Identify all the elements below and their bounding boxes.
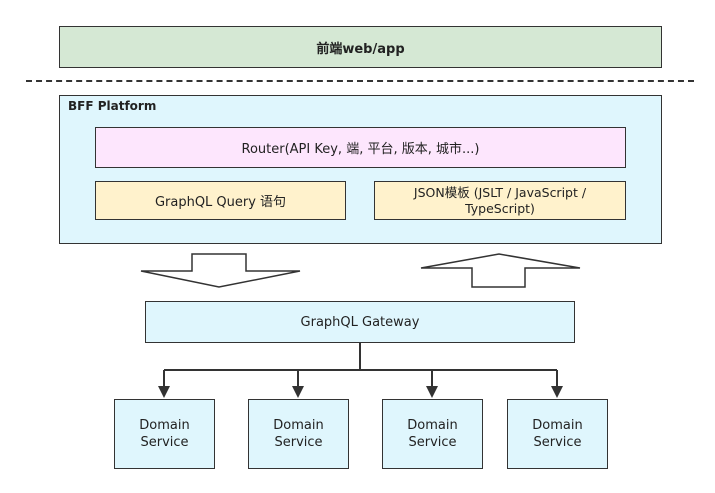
service-label-line1: Domain bbox=[139, 418, 190, 433]
gateway-to-services-connector bbox=[163, 343, 558, 390]
domain-service-box: Domain Service bbox=[114, 399, 215, 469]
domain-service-box: Domain Service bbox=[248, 399, 349, 469]
frontend-box: 前端web/app bbox=[59, 26, 662, 68]
gateway-label: GraphQL Gateway bbox=[300, 314, 420, 330]
up-arrow-icon bbox=[420, 253, 581, 288]
json-template-label-line2: TypeScript) bbox=[465, 200, 535, 216]
service-label-line1: Domain bbox=[532, 418, 583, 433]
graphql-query-label: GraphQL Query 语句 bbox=[154, 195, 287, 210]
down-arrow-icon bbox=[140, 253, 301, 288]
arrowhead-icon bbox=[426, 386, 438, 398]
domain-service-box: Domain Service bbox=[507, 399, 608, 469]
service-label-line1: Domain bbox=[407, 418, 458, 433]
service-label-line2: Service bbox=[274, 435, 323, 450]
service-label-line2: Service bbox=[408, 435, 457, 450]
graphql-gateway-box: GraphQL Gateway bbox=[145, 301, 575, 343]
router-label: Router(API Key, 端, 平台, 版本, 城市...) bbox=[241, 142, 480, 157]
graphql-query-box: GraphQL Query 语句 bbox=[95, 181, 346, 220]
service-label-line2: Service bbox=[533, 435, 582, 450]
domain-service-box: Domain Service bbox=[382, 399, 483, 469]
arrowhead-icon bbox=[158, 386, 170, 398]
arrowhead-icon bbox=[292, 386, 304, 398]
frontend-label: 前端web/app bbox=[316, 41, 405, 57]
layer-divider bbox=[26, 80, 694, 82]
arrowheads bbox=[158, 386, 563, 398]
service-label-line1: Domain bbox=[273, 418, 324, 433]
json-template-box: JSON模板 (JSLT / JavaScript / TypeScript) bbox=[374, 181, 626, 220]
bff-platform-title: BFF Platform bbox=[68, 99, 157, 113]
service-label-line2: Service bbox=[140, 435, 189, 450]
router-box: Router(API Key, 端, 平台, 版本, 城市...) bbox=[95, 127, 626, 168]
json-template-label-line1: JSON模板 (JSLT / JavaScript / bbox=[413, 184, 587, 200]
arrowhead-icon bbox=[551, 386, 563, 398]
